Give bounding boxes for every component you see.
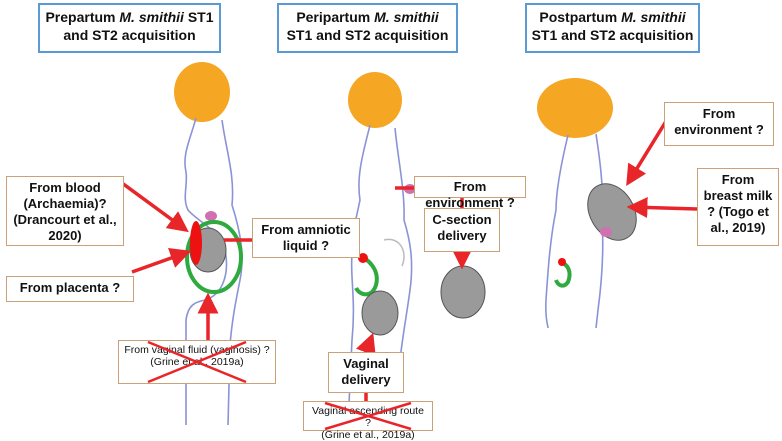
title-peripartum: Peripartum M. smithii ST1 and ST2 acquis…	[277, 3, 458, 53]
hair	[174, 62, 230, 122]
placenta	[190, 221, 202, 265]
note-blood: From blood (Archaemia)? (Drancourt et al…	[6, 176, 124, 246]
note-amniotic: From amniotic liquid ?	[252, 218, 360, 258]
title-postpartum: Postpartum M. smithii ST1 and ST2 acquis…	[525, 3, 700, 53]
body-outline-front	[546, 135, 568, 328]
title-prepartum: Prepartum M. smithii ST1 and ST2 acquisi…	[38, 3, 221, 53]
note-ascending-route: Vaginal ascending route ?(Grine et al., …	[303, 401, 433, 431]
note-breast-milk: From breast milk ? (Togo et al., 2019)	[697, 168, 779, 246]
breast	[600, 227, 612, 237]
fetus-vaginal	[362, 291, 398, 335]
note-placenta: From placenta ?	[6, 276, 134, 302]
note-csection: C-section delivery	[424, 208, 500, 252]
note-environment-post: From environment ?	[664, 102, 774, 146]
note-vaginal-delivery: Vaginal delivery	[328, 352, 404, 393]
baby	[578, 175, 646, 249]
fetus-csection	[441, 266, 485, 318]
hair	[537, 78, 613, 138]
note-vaginal-fluid: From vaginal fluid (vaginosis) ?(Grine e…	[118, 340, 276, 384]
postpartum-woman	[537, 78, 646, 328]
uterus	[356, 256, 377, 294]
note-environment-peri: From environment ?	[414, 176, 526, 198]
hair	[348, 72, 402, 128]
breast	[205, 211, 217, 221]
